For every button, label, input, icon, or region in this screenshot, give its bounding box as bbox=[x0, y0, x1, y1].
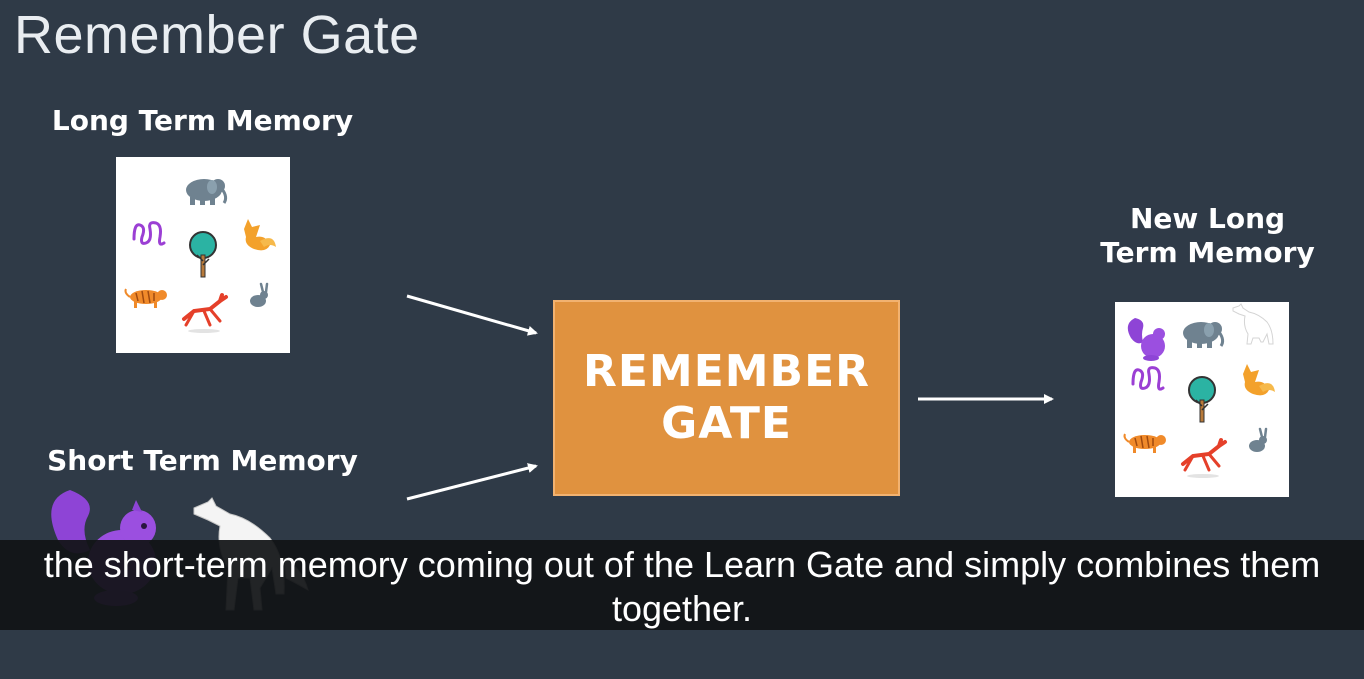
tree-icon bbox=[189, 231, 217, 278]
new-long-term-memory-card bbox=[1115, 302, 1289, 497]
tiger-icon bbox=[124, 288, 167, 308]
squirrel-icon bbox=[1127, 318, 1165, 361]
gate-label-line2: GATE bbox=[661, 398, 792, 449]
deer-icon bbox=[182, 293, 228, 333]
elephant-icon bbox=[186, 179, 228, 205]
caption-bar: the short-term memory coming out of the … bbox=[0, 540, 1364, 630]
long-term-memory-label: Long Term Memory bbox=[51, 104, 354, 137]
fox-icon bbox=[244, 219, 276, 251]
ltm-to-gate-arrow bbox=[406, 294, 538, 336]
snake-icon bbox=[132, 221, 166, 246]
new-ltm-label-line1: New Long bbox=[1129, 202, 1286, 235]
tree-icon bbox=[1188, 376, 1216, 423]
fox-icon bbox=[1243, 364, 1275, 396]
caption-line-1: the short-term memory coming out of the … bbox=[43, 544, 1321, 585]
remember-gate-box: REMEMBER GATE bbox=[553, 300, 900, 496]
snake-icon bbox=[1131, 366, 1165, 391]
caption-line-2: together. bbox=[611, 588, 753, 629]
new-long-term-memory-label: New Long Term Memory bbox=[1080, 202, 1335, 270]
slide-title: Remember Gate bbox=[14, 5, 420, 65]
rabbit-icon bbox=[1249, 427, 1268, 452]
deer-icon bbox=[1181, 438, 1227, 478]
gate-label-line1: REMEMBER bbox=[582, 346, 871, 397]
wolf-icon bbox=[1232, 303, 1274, 345]
new-ltm-label-line2: Term Memory bbox=[1100, 236, 1315, 269]
elephant-icon bbox=[1183, 322, 1225, 348]
stm-to-gate-arrow bbox=[406, 463, 538, 501]
short-term-memory-label: Short Term Memory bbox=[47, 444, 358, 477]
tiger-icon bbox=[1123, 433, 1166, 453]
long-term-memory-card bbox=[116, 157, 290, 353]
rabbit-icon bbox=[250, 282, 269, 307]
